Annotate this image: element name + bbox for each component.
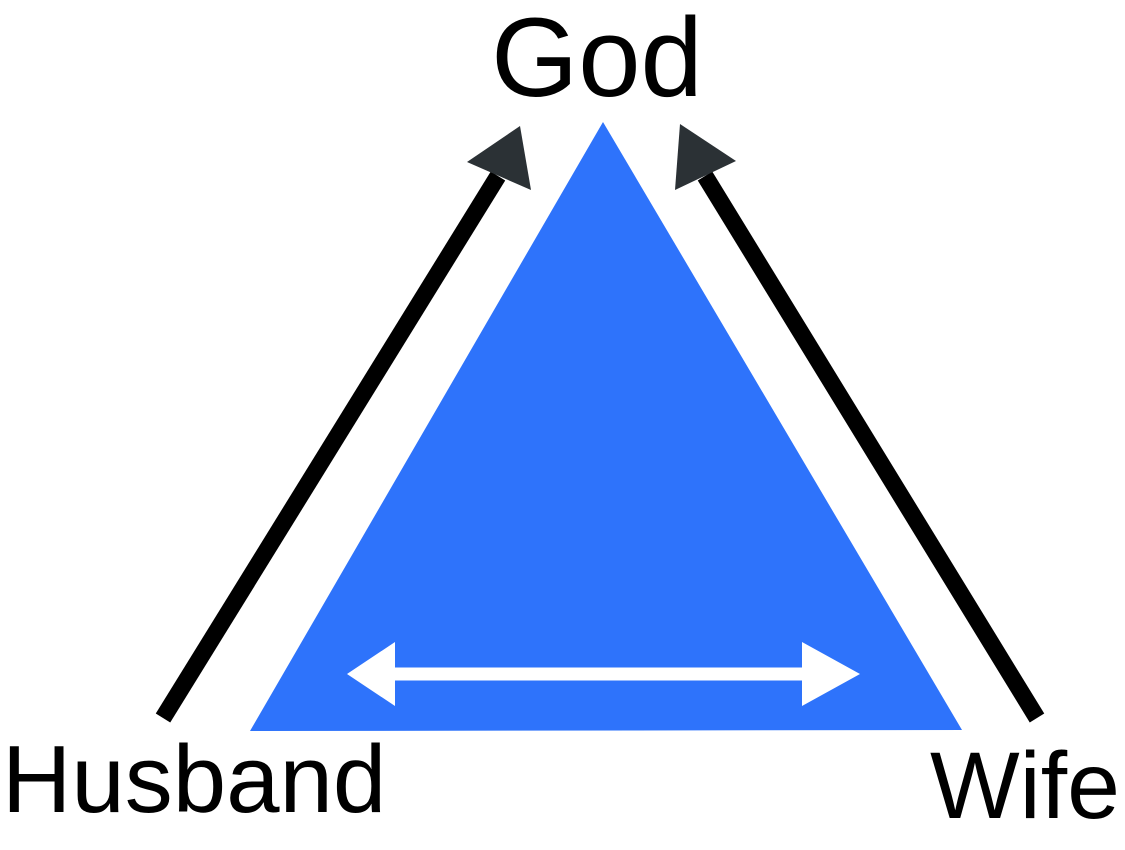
wife-label: Wife bbox=[930, 733, 1120, 839]
husband-wife-double-arrow-icon bbox=[347, 642, 860, 706]
wife-to-god-arrow-shaft bbox=[697, 171, 1045, 723]
husband-to-god-arrow-shaft bbox=[155, 171, 506, 723]
triangle-shape bbox=[250, 122, 962, 731]
husband-label: Husband bbox=[2, 726, 386, 833]
husband-to-god-arrowhead-icon bbox=[467, 126, 531, 190]
god-label: God bbox=[491, 0, 703, 120]
wife-to-god-arrowhead-icon bbox=[675, 124, 736, 190]
